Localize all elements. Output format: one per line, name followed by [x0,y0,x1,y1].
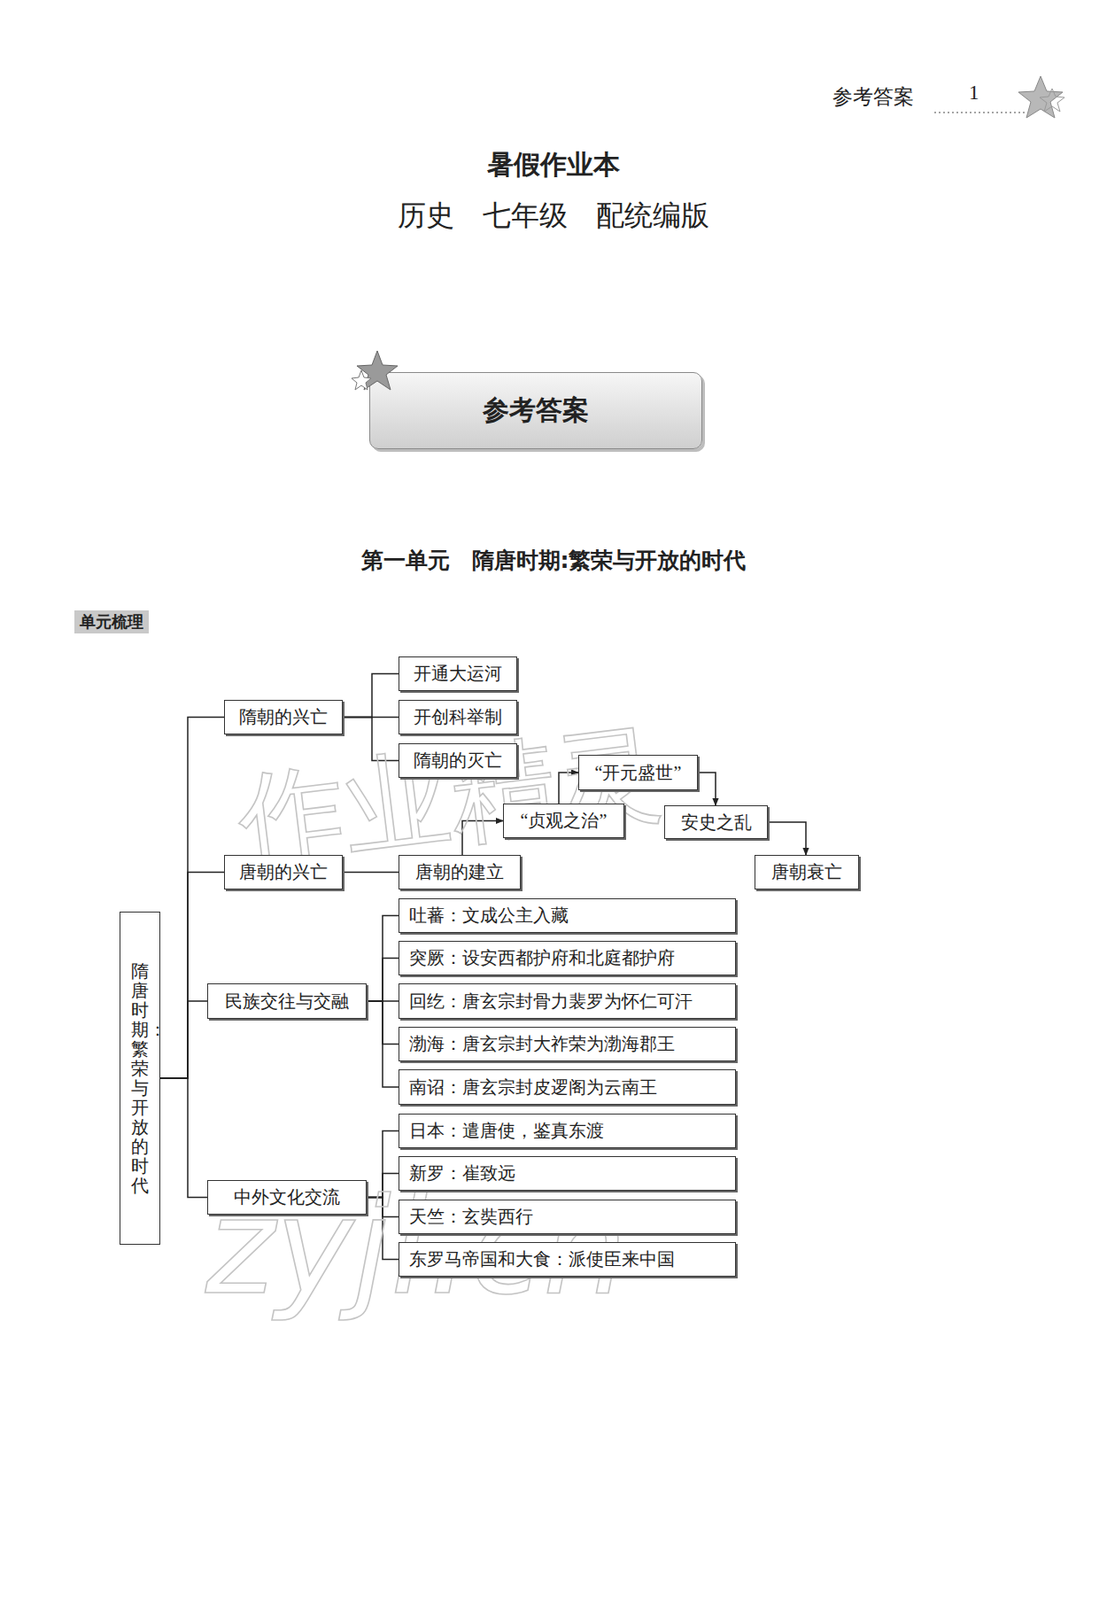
box-text: 隋朝的灭亡 [413,748,503,773]
section-tag: 单元梳理 [74,610,149,634]
box-text: 回纥：唐玄宗封骨力裴罗为怀仁可汗 [409,989,693,1014]
topic-box: 民族交往与交融 [207,983,367,1019]
box-text: 日本：遣唐使，鉴真东渡 [409,1118,604,1143]
box-text: 吐蕃：文成公主入藏 [409,903,569,928]
dotted-rule [934,111,1028,114]
box-text: 天竺：玄奘西行 [409,1204,534,1229]
tree-connector [160,1000,208,1078]
topic-box: 天竺：玄奘西行 [398,1199,736,1234]
box-text: 唐朝的兴亡 [239,859,328,884]
box-text: 南诏：唐玄宗封皮逻阁为云南王 [409,1075,658,1100]
topic-box: 渤海：唐玄宗封大祚荣为渤海郡王 [398,1026,736,1061]
topic-box: 唐朝衰亡 [754,854,860,890]
topic-box: 突厥：设安西都护府和北庭都护府 [398,940,736,976]
topic-box: 南诏：唐玄宗封皮逻阁为云南王 [398,1068,736,1105]
box-text: 渤海：唐玄宗封大祚荣为渤海郡王 [409,1031,675,1056]
tree-connector [366,958,399,1002]
topic-box: 中外文化交流 [207,1179,367,1215]
box-text: 安史之乱 [681,810,752,835]
tree-connector [160,872,225,1079]
unit-heading: 第一单元 隋唐时期:繁荣与开放的时代 [0,545,1107,575]
title-banner: 参考答案 [369,371,703,449]
flow-arrow [767,821,806,855]
header-label: 参考答案 [832,83,914,111]
box-text: 新罗：崔致远 [409,1161,516,1185]
box-text: 民族交往与交融 [224,989,349,1014]
box-text: 开创科举制 [413,704,503,729]
topic-box: 唐朝的兴亡 [224,854,343,890]
topic-box: 日本：遣唐使，鉴真东渡 [398,1113,736,1148]
topic-box: “贞观之治” [503,803,625,838]
topic-box: 隋朝的兴亡 [224,699,343,735]
box-text: 唐朝衰亡 [771,859,843,884]
box-text: 唐朝的建立 [415,859,504,884]
box-text: 参考答案 [482,392,589,429]
topic-box: 开创科举制 [398,699,518,735]
box-text: “开元盛世” [595,760,682,785]
box-text: 中外文化交流 [233,1184,341,1209]
box-text: 开通大运河 [413,661,503,686]
topic-box: 吐蕃：文成公主入藏 [398,897,736,933]
box-text: 隋朝的兴亡 [239,704,328,729]
topic-box: 安史之乱 [664,805,768,839]
subtitle: 历史 七年级 配统编版 [0,196,1107,236]
topic-box: 新罗：崔致远 [398,1155,736,1191]
tree-connector [160,717,225,1079]
tree-connector [366,1000,399,1087]
tree-connector [366,915,399,1002]
vertical-text: 隋唐时期：繁荣与开放的时代 [131,960,149,1195]
root-box: 隋唐时期：繁荣与开放的时代 [119,911,161,1245]
tree-connector [160,1077,208,1198]
tree-connector [342,673,399,718]
box-text: 突厥：设安西都护府和北庭都护府 [409,945,675,970]
page-title: 暑假作业本 [0,147,1107,184]
topic-box: 唐朝的建立 [398,854,521,890]
topic-box: 东罗马帝国和大食：派使臣来中国 [398,1241,736,1277]
topic-box: “开元盛世” [578,754,698,790]
star-icon [347,347,401,401]
flow-arrow [697,772,716,806]
topic-box: 回纥：唐玄宗封骨力裴罗为怀仁可汗 [398,983,736,1019]
star-icon [1039,88,1065,112]
page-number: 1 [968,81,980,105]
box-text: “贞观之治” [520,808,608,833]
topic-box: 开通大运河 [398,656,518,691]
topic-box: 隋朝的灭亡 [398,743,518,778]
box-text: 东罗马帝国和大食：派使臣来中国 [409,1246,675,1271]
